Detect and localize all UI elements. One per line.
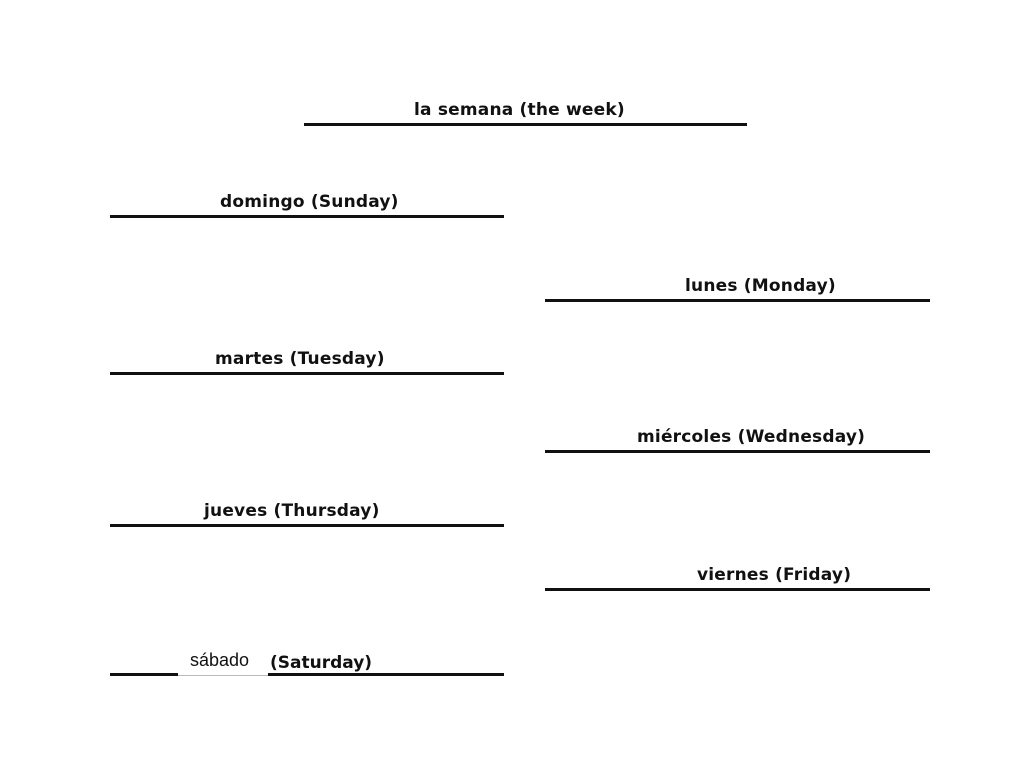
day-line-monday: lunes (Monday) <box>545 272 930 302</box>
day-line-friday: viernes (Friday) <box>545 561 930 591</box>
day-label-sunday: domingo (Sunday) <box>220 192 399 212</box>
day-label-wednesday: miércoles (Wednesday) <box>637 427 866 447</box>
day-label-friday: viernes (Friday) <box>697 565 852 585</box>
day-line-sunday: domingo (Sunday) <box>110 188 504 218</box>
day-label-thursday: jueves (Thursday) <box>204 501 380 521</box>
saturday-answer-field[interactable] <box>178 675 268 676</box>
day-line-wednesday: miércoles (Wednesday) <box>545 423 930 453</box>
day-line-tuesday: martes (Tuesday) <box>110 345 504 375</box>
day-label-monday: lunes (Monday) <box>685 276 836 296</box>
day-line-saturday: sábado (Saturday) <box>110 646 504 676</box>
saturday-line-right <box>268 673 504 676</box>
day-label-saturday: (Saturday) <box>270 653 373 673</box>
saturday-answer-text: sábado <box>190 650 250 670</box>
saturday-line-left <box>110 673 178 676</box>
day-label-tuesday: martes (Tuesday) <box>215 349 385 369</box>
title-line: la semana (the week) <box>304 96 747 126</box>
worksheet-title: la semana (the week) <box>414 100 625 120</box>
day-line-thursday: jueves (Thursday) <box>110 497 504 527</box>
